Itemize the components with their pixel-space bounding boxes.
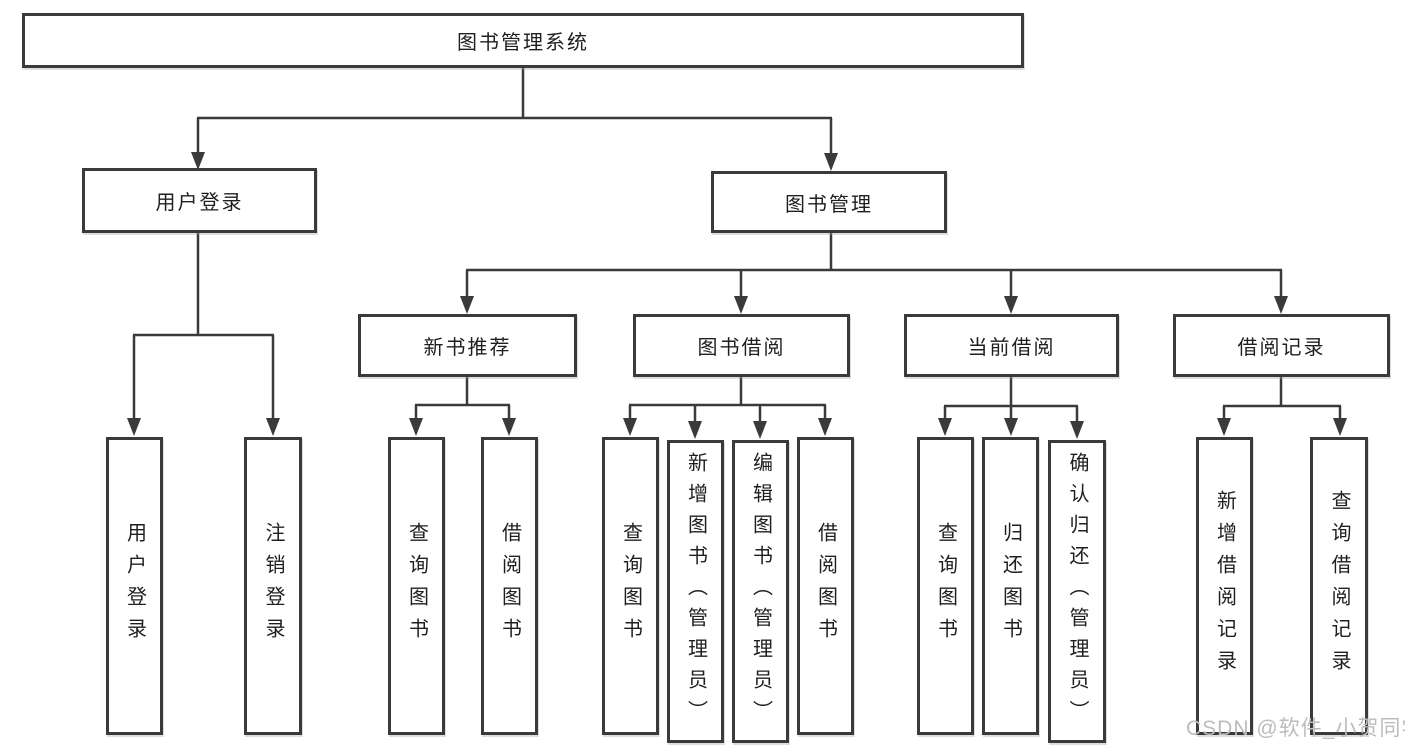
leaf-edit-book-admin-label: 编辑图书（管理员） xyxy=(749,452,772,731)
leaf-borrow-books-borrow-label: 借阅图书 xyxy=(814,522,837,650)
leaf-query-books-borrow: 查询图书 xyxy=(602,437,659,735)
leaf-add-book-admin: 新增图书（管理员） xyxy=(667,440,724,743)
leaf-query-books-borrow-label: 查询图书 xyxy=(619,522,642,650)
leaf-logout-login-label: 注销登录 xyxy=(262,522,284,650)
node-root: 图书管理系统 xyxy=(22,13,1024,68)
leaf-confirm-return-admin: 确认归还（管理员） xyxy=(1048,440,1106,743)
leaf-query-borrow-record-label: 查询借阅记录 xyxy=(1328,490,1350,682)
leaf-query-books-current-label: 查询图书 xyxy=(934,522,957,650)
leaf-return-book: 归还图书 xyxy=(982,437,1039,735)
leaf-confirm-return-admin-label: 确认归还（管理员） xyxy=(1066,452,1088,731)
node-borrow-records: 借阅记录 xyxy=(1173,314,1390,377)
leaf-return-book-label: 归还图书 xyxy=(999,522,1022,650)
node-book-management: 图书管理 xyxy=(711,171,947,233)
node-user-login: 用户登录 xyxy=(82,168,317,233)
node-new-book-recommend: 新书推荐 xyxy=(358,314,577,377)
node-book-borrow: 图书借阅 xyxy=(633,314,850,377)
leaf-borrow-books-recommend: 借阅图书 xyxy=(481,437,538,735)
leaf-borrow-books-recommend-label: 借阅图书 xyxy=(498,522,521,650)
leaf-query-books-recommend: 查询图书 xyxy=(388,437,445,735)
leaf-query-borrow-record: 查询借阅记录 xyxy=(1310,437,1368,735)
leaf-query-books-current: 查询图书 xyxy=(917,437,974,735)
leaf-user-login-label: 用户登录 xyxy=(123,522,146,650)
csdn-watermark: CSDN @软件_小贺同学 xyxy=(1186,717,1405,740)
leaf-query-books-recommend-label: 查询图书 xyxy=(405,522,428,650)
leaf-add-book-admin-label: 新增图书（管理员） xyxy=(684,452,707,731)
node-current-borrow: 当前借阅 xyxy=(904,314,1119,377)
leaf-borrow-books-borrow: 借阅图书 xyxy=(797,437,854,735)
leaf-add-borrow-record: 新增借阅记录 xyxy=(1196,437,1253,735)
leaf-add-borrow-record-label: 新增借阅记录 xyxy=(1213,490,1236,682)
leaf-edit-book-admin: 编辑图书（管理员） xyxy=(732,440,789,743)
leaf-logout-login: 注销登录 xyxy=(244,437,302,735)
leaf-user-login: 用户登录 xyxy=(106,437,163,735)
